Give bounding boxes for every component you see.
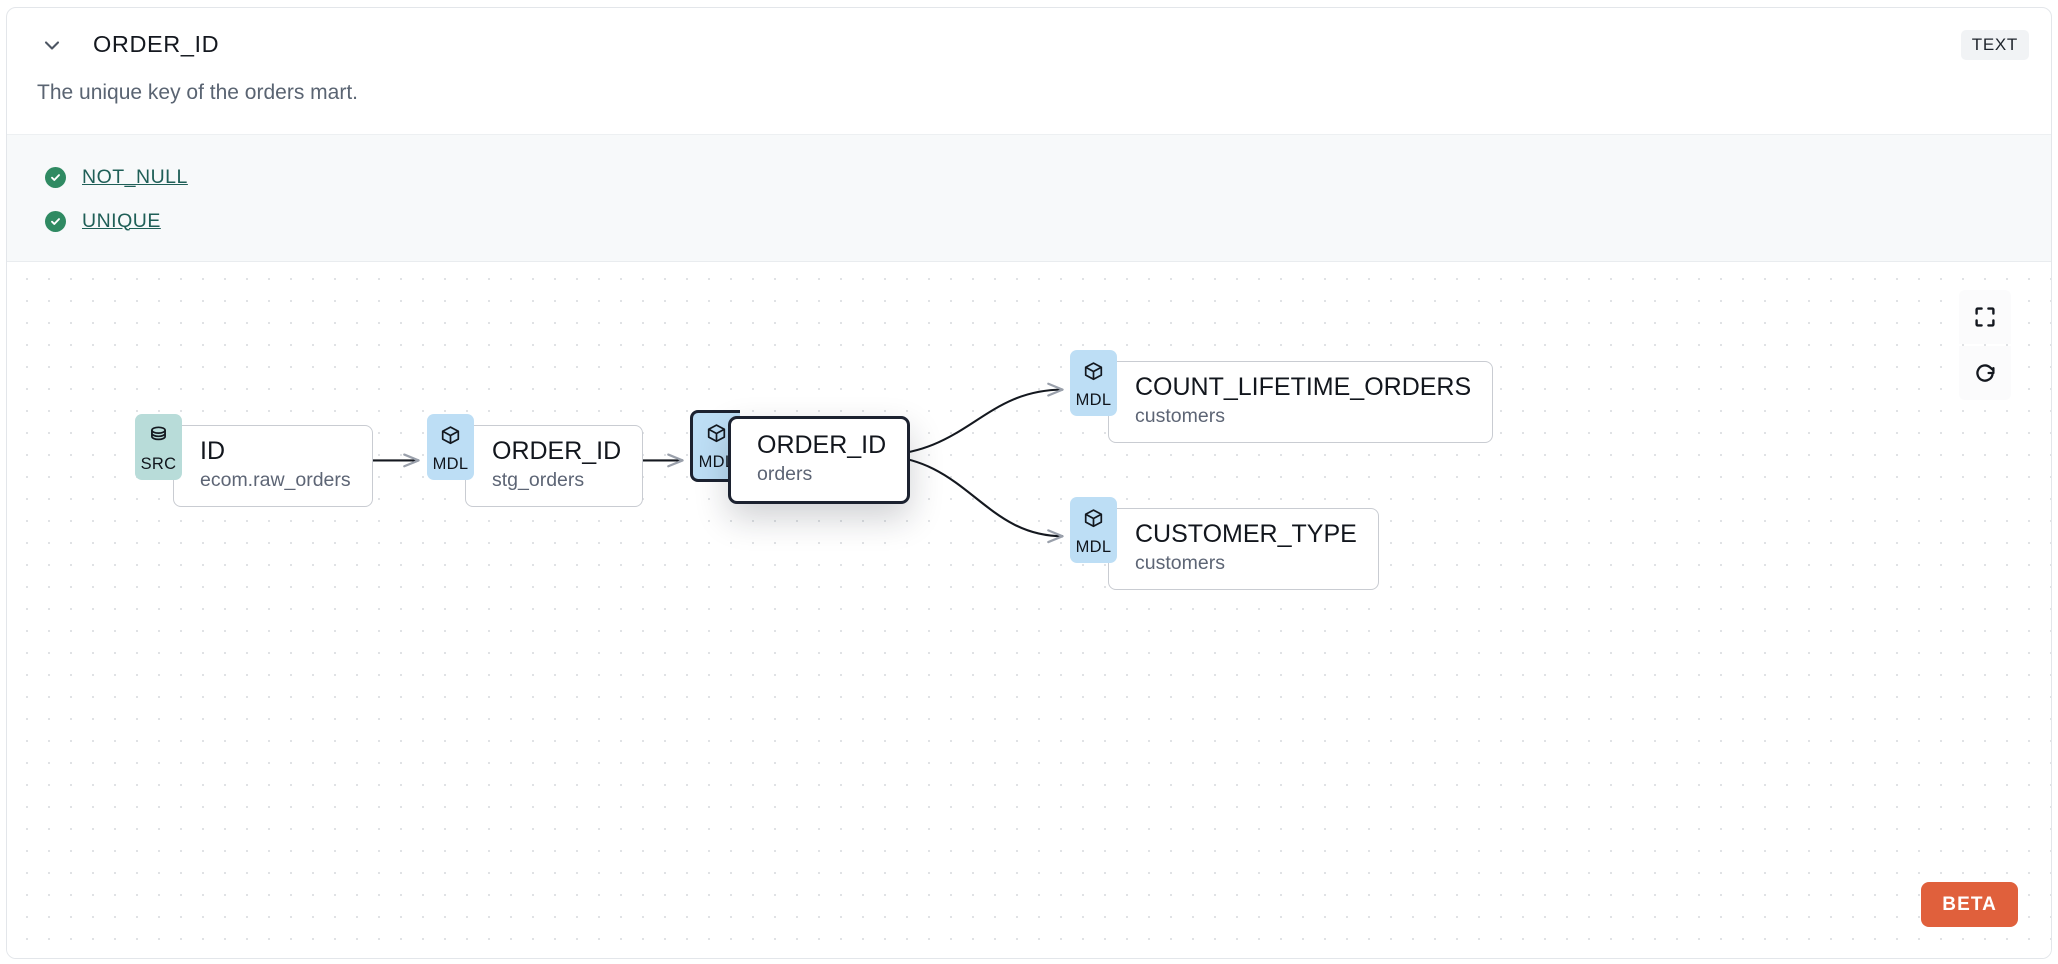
node-parent: ecom.raw_orders — [200, 469, 351, 492]
test-row[interactable]: NOT_NULL — [45, 155, 188, 199]
check-circle-icon — [45, 210, 66, 232]
page-title: ORDER_ID — [93, 31, 220, 57]
check-circle-icon — [45, 166, 66, 188]
cube-icon — [438, 424, 463, 454]
node-name: COUNT_LIFETIME_ORDERS — [1135, 373, 1472, 402]
beta-badge[interactable]: BETA — [1921, 882, 2018, 927]
node-parent: stg_orders — [492, 469, 585, 492]
node-parent: customers — [1135, 552, 1225, 575]
node-name: ORDER_ID — [492, 437, 622, 466]
test-link-unique[interactable]: UNIQUE — [82, 209, 161, 232]
test-row[interactable]: UNIQUE — [45, 199, 161, 243]
node-name: CUSTOMER_TYPE — [1135, 520, 1357, 549]
node-kind-badge: MDL — [1070, 497, 1117, 563]
panel-header: ORDER_ID TEXT — [7, 8, 2051, 81]
refresh-icon[interactable] — [1959, 346, 2011, 400]
cube-icon — [1081, 360, 1106, 390]
node-kind-label: MDL — [1075, 390, 1112, 409]
node-card[interactable]: ORDER_ID stg_orders — [465, 425, 644, 507]
node-card[interactable]: COUNT_LIFETIME_ORDERS customers — [1108, 361, 1494, 443]
lineage-node-mdl-stg[interactable]: MDL ORDER_ID stg_orders — [427, 414, 644, 507]
test-link-not-null[interactable]: NOT_NULL — [82, 165, 188, 188]
node-kind-badge: MDL — [1070, 350, 1117, 416]
column-detail-panel: ORDER_ID TEXT The unique key of the orde… — [6, 7, 2052, 959]
chevron-down-icon[interactable] — [37, 30, 67, 60]
node-parent: orders — [757, 463, 813, 486]
node-card[interactable]: ORDER_ID orders — [728, 416, 911, 504]
node-parent: customers — [1135, 405, 1225, 428]
canvas-controls — [1959, 290, 2011, 400]
node-kind-badge: MDL — [427, 414, 474, 480]
lineage-node-mdl-custtype[interactable]: MDL CUSTOMER_TYPE customers — [1070, 497, 1379, 590]
node-kind-label: MDL — [432, 454, 469, 473]
node-card[interactable]: ID ecom.raw_orders — [173, 425, 373, 507]
node-name: ID — [200, 437, 225, 466]
lineage-node-mdl-count[interactable]: MDL COUNT_LIFETIME_ORDERS customers — [1070, 350, 1494, 443]
lineage-node-mdl-orders[interactable]: MDL ORDER_ID orders — [690, 410, 911, 504]
node-kind-label: MDL — [1075, 537, 1112, 556]
node-kind-badge: SRC — [135, 414, 182, 480]
column-type-badge: TEXT — [1960, 29, 2029, 60]
node-kind-label: MDL — [698, 453, 735, 472]
node-name: ORDER_ID — [757, 431, 887, 460]
node-kind-label: SRC — [140, 454, 177, 473]
lineage-canvas[interactable]: SRC ID ecom.raw_orders MDL ORDER_ID — [7, 262, 2051, 958]
tests-section: NOT_NULL UNIQUE — [7, 134, 2051, 262]
cube-icon — [1081, 507, 1106, 537]
lineage-edge-layer — [352, 382, 1064, 544]
cube-icon — [704, 422, 729, 452]
lineage-node-src-id[interactable]: SRC ID ecom.raw_orders — [135, 414, 373, 507]
fullscreen-icon[interactable] — [1959, 290, 2011, 344]
column-description: The unique key of the orders mart. — [37, 81, 358, 104]
node-card[interactable]: CUSTOMER_TYPE customers — [1108, 508, 1379, 590]
database-icon — [146, 424, 171, 454]
